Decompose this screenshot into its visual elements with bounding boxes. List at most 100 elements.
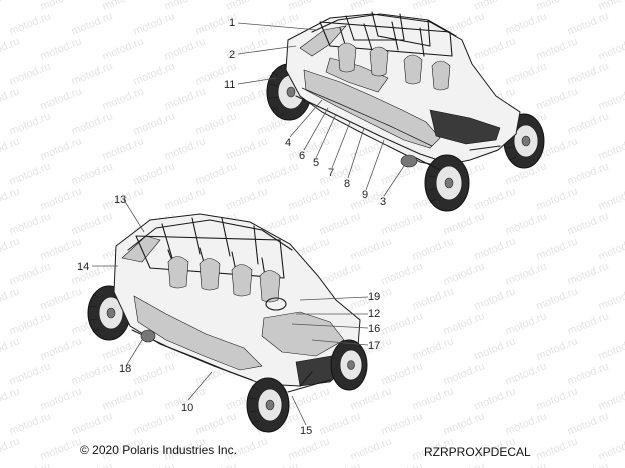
callout-2: 2 bbox=[229, 49, 235, 61]
watermark-text: motod.ru bbox=[442, 310, 487, 337]
watermark-text: motod.ru bbox=[0, 85, 21, 112]
watermark-text: motod.ru bbox=[0, 185, 21, 212]
watermark-text: motod.ru bbox=[597, 335, 625, 362]
callout-18: 18 bbox=[119, 363, 131, 375]
watermark-text: motod.ru bbox=[442, 260, 487, 287]
watermark-text: motod.ru bbox=[349, 435, 394, 462]
watermark-text: motod.ru bbox=[535, 385, 580, 412]
callout-14: 14 bbox=[77, 261, 89, 273]
watermark-text: motod.ru bbox=[597, 235, 625, 262]
watermark-text: motod.ru bbox=[535, 235, 580, 262]
watermark-text: motod.ru bbox=[473, 235, 518, 262]
watermark-text: motod.ru bbox=[101, 135, 146, 162]
diagram-code: RZRPROXPDECAL bbox=[424, 445, 531, 459]
watermark-text: motod.ru bbox=[380, 360, 425, 387]
watermark-text: motod.ru bbox=[535, 35, 580, 62]
watermark-text: motod.ru bbox=[535, 185, 580, 212]
watermark-text: motod.ru bbox=[163, 35, 208, 62]
watermark-text: motod.ru bbox=[194, 460, 239, 468]
callout-1: 1 bbox=[229, 17, 235, 29]
watermark-text: motod.ru bbox=[411, 335, 456, 362]
watermark-text: motod.ru bbox=[597, 35, 625, 62]
watermark-text: motod.ru bbox=[318, 460, 363, 468]
watermark-text: motod.ru bbox=[39, 185, 84, 212]
watermark-text: motod.ru bbox=[194, 410, 239, 437]
watermark-text: motod.ru bbox=[70, 10, 115, 37]
upper-vehicle-illustration bbox=[266, 11, 545, 212]
watermark-text: motod.ru bbox=[566, 260, 611, 287]
watermark-text: motod.ru bbox=[380, 410, 425, 437]
watermark-text: motod.ru bbox=[566, 10, 611, 37]
watermark-text: motod.ru bbox=[70, 110, 115, 137]
watermark-text: motod.ru bbox=[8, 460, 53, 468]
watermark-text: motod.ru bbox=[566, 60, 611, 87]
watermark-text: motod.ru bbox=[349, 385, 394, 412]
watermark-text: motod.ru bbox=[504, 460, 549, 468]
watermark-text: motod.ru bbox=[349, 185, 394, 212]
watermark-text: motod.ru bbox=[535, 335, 580, 362]
watermark-text: motod.ru bbox=[39, 285, 84, 312]
watermark-text: motod.ru bbox=[0, 235, 21, 262]
watermark-text: motod.ru bbox=[132, 110, 177, 137]
watermark-text: motod.ru bbox=[101, 35, 146, 62]
watermark-text: motod.ru bbox=[504, 10, 549, 37]
watermark-text: motod.ru bbox=[8, 210, 53, 237]
watermark-text: motod.ru bbox=[411, 385, 456, 412]
watermark-text: motod.ru bbox=[70, 410, 115, 437]
watermark-text: motod.ru bbox=[225, 135, 270, 162]
watermark-text: motod.ru bbox=[380, 310, 425, 337]
watermark-text: motod.ru bbox=[597, 135, 625, 162]
callout-19: 19 bbox=[368, 291, 380, 303]
leader-lines bbox=[92, 22, 405, 426]
watermark-text: motod.ru bbox=[132, 160, 177, 187]
watermark-text: motod.ru bbox=[504, 310, 549, 337]
watermark-text: motod.ru bbox=[597, 185, 625, 212]
watermark-text: motod.ru bbox=[411, 235, 456, 262]
watermark-text: motod.ru bbox=[39, 385, 84, 412]
watermark-text: motod.ru bbox=[70, 160, 115, 187]
watermark-text: motod.ru bbox=[504, 410, 549, 437]
watermark-text: motod.ru bbox=[39, 335, 84, 362]
watermark-text: motod.ru bbox=[473, 335, 518, 362]
watermark-text: motod.ru bbox=[442, 410, 487, 437]
watermark-text: motod.ru bbox=[70, 460, 115, 468]
callout-9: 9 bbox=[362, 189, 368, 201]
watermark-text: motod.ru bbox=[256, 160, 301, 187]
watermark-text: motod.ru bbox=[163, 135, 208, 162]
watermark-text: motod.ru bbox=[473, 285, 518, 312]
watermark-text: motod.ru bbox=[442, 460, 487, 468]
watermark-text: motod.ru bbox=[225, 185, 270, 212]
watermark-text: motod.ru bbox=[597, 385, 625, 412]
watermark-text: motod.ru bbox=[70, 60, 115, 87]
watermark-text: motod.ru bbox=[0, 285, 21, 312]
watermark-text: motod.ru bbox=[504, 210, 549, 237]
upper-front-left-wheel bbox=[424, 154, 470, 212]
callout-11: 11 bbox=[224, 79, 235, 91]
watermark-text: motod.ru bbox=[0, 335, 21, 362]
watermark-text: motod.ru bbox=[194, 160, 239, 187]
watermark-text: motod.ru bbox=[380, 460, 425, 468]
lower-front-left-wheel bbox=[246, 377, 290, 433]
lower-front-right-wheel bbox=[330, 339, 368, 391]
callout-4: 4 bbox=[285, 137, 291, 149]
callout-8: 8 bbox=[344, 178, 350, 190]
callout-13: 13 bbox=[114, 194, 126, 206]
watermark-text: motod.ru bbox=[8, 110, 53, 137]
watermark-text: motod.ru bbox=[8, 260, 53, 287]
watermark-text: motod.ru bbox=[442, 210, 487, 237]
watermark-text: motod.ru bbox=[473, 385, 518, 412]
watermark-text: motod.ru bbox=[70, 210, 115, 237]
watermark-text: motod.ru bbox=[318, 210, 363, 237]
watermark-text: motod.ru bbox=[8, 410, 53, 437]
callout-15: 15 bbox=[300, 425, 312, 437]
watermark-text: motod.ru bbox=[380, 260, 425, 287]
watermark-text: motod.ru bbox=[39, 435, 84, 462]
watermark-text: motod.ru bbox=[39, 135, 84, 162]
watermark-text: motod.ru bbox=[411, 285, 456, 312]
watermark-text: motod.ru bbox=[132, 410, 177, 437]
watermark-text: motod.ru bbox=[473, 185, 518, 212]
watermark-text: motod.ru bbox=[597, 0, 625, 13]
lower-vehicle-illustration bbox=[87, 213, 368, 433]
watermark-text: motod.ru bbox=[70, 360, 115, 387]
